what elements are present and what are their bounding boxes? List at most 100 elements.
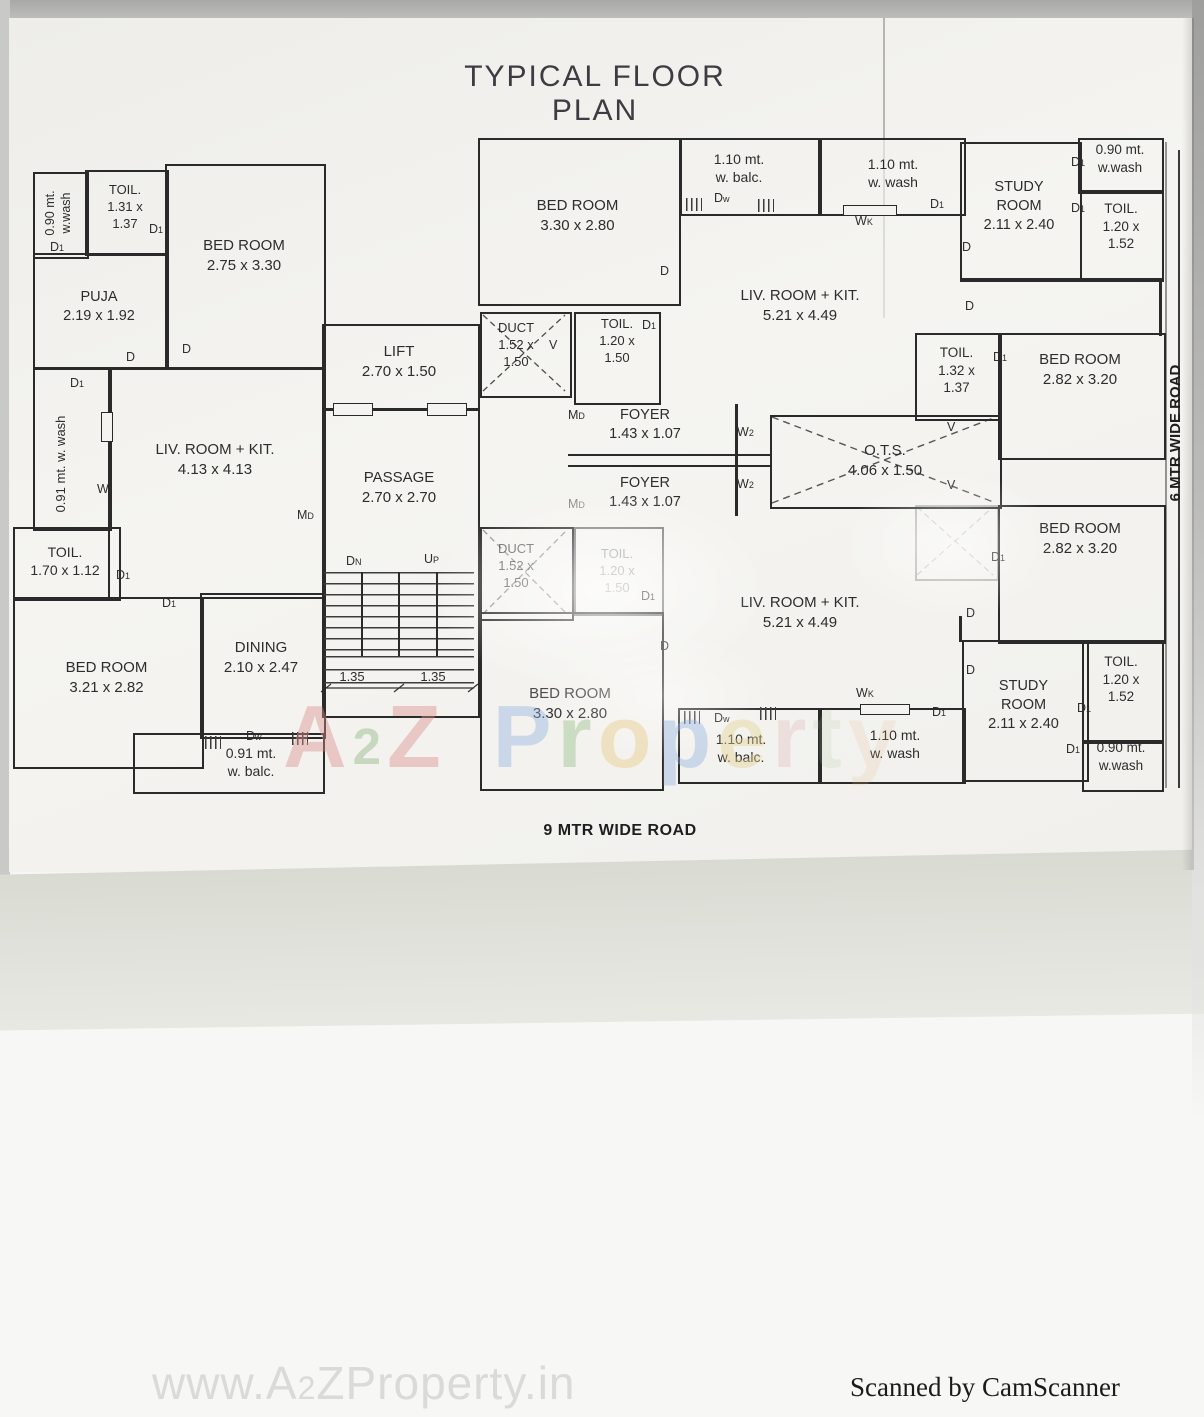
watermark-letter: Z [386,687,447,786]
wall-lift-divider [322,408,478,411]
stairs-divider [436,572,438,656]
strip-label-wash-nw: 0.90 mt.w.wash [43,190,74,236]
strip-label-wash-topright: 0.90 mt.w.wash [1095,142,1145,175]
door-marker-d: D [660,264,670,278]
door-marker-d1: D1 [993,350,1008,364]
door-marker-d1: D1 [641,589,656,603]
room-label-toilet-left: TOIL.1.70 x 1.12 [30,544,100,579]
room-box-balcony-bottom [678,708,822,784]
window-living-left [101,412,113,442]
strip-label-balcony-sw: 0.91 mt.w. balc. [225,745,277,780]
door-marker-d: D [660,639,670,653]
stairs-divider [361,572,363,656]
lift-door-jamb-right [427,403,467,416]
window-hatch [758,199,774,212]
watermark-letter: e [717,687,773,786]
door-marker-d1: D1 [642,318,657,332]
room-label-living-right-top: LIV. ROOM + KIT.5.21 x 4.49 [740,287,860,324]
room-box-duct-faded [915,505,999,581]
main-door-marker-md: MD [568,408,585,422]
strip-label-balcony-top: 1.10 mt.w. balc. [713,151,765,186]
watermark-letter: p [657,687,718,786]
vent-marker-v: V [947,420,956,434]
page-title: TYPICAL FLOOR PLAN [464,60,726,127]
stairs-divider [398,572,400,656]
watermark-letter: r [772,687,813,786]
room-box-wash-left [33,368,112,531]
wall-foyer-right [735,404,738,516]
photo-right-edge [1192,0,1204,1120]
door-marker-d1: D1 [1077,701,1092,715]
door-marker-d1: D1 [70,376,85,390]
road-label-bottom: 9 MTR WIDE ROAD [543,822,697,839]
watermark-website: www.A2ZProperty.in [152,1356,576,1410]
stairs-down-marker: DN [346,554,362,568]
door-marker-d1: D1 [932,705,947,719]
room-label-living-right-bottom: LIV. ROOM + KIT.5.21 x 4.49 [740,594,860,631]
room-box-study-bottomright [962,640,1089,782]
window-marker-w: W [97,482,109,496]
room-box-bedroom-right-upper [998,333,1166,460]
door-marker-dw: Dw [714,191,730,205]
wall-study-tr-bottom [960,278,1162,281]
room-box-toilet-nw [85,170,169,256]
room-box-toilet-bottomright [1082,640,1164,744]
strip-label-wash-bottom: 1.10 mt.w. wash [869,727,921,762]
door-marker-d: D [966,663,976,677]
window-kitchen-top [843,205,897,216]
strip-label-wash-top: 1.10 mt.w. wash [867,156,919,191]
window-hatch [760,707,776,720]
room-label-living-left: LIV. ROOM + KIT.4.13 x 4.13 [155,441,275,478]
watermark-letter: P [492,687,558,786]
vent-marker-v: V [947,478,956,492]
strip-label-balcony-bottom: 1.10 mt.w. balc. [715,731,767,766]
room-box-wash-bottomright [1082,740,1164,792]
camscanner-credit: Scanned by CamScanner [850,1372,1120,1402]
window-marker-wk: WK [856,686,874,700]
watermark-letter: r [557,687,598,786]
door-marker-d: D [966,606,976,620]
door-marker-d: D [965,299,975,313]
door-marker-d1: D1 [149,222,164,236]
paper-sheet [9,18,1195,872]
room-box-toilet-left [13,527,121,601]
room-box-toilet-midright [915,333,1002,421]
room-box-toilet-topright [1080,190,1164,282]
watermark-letter: 2 [352,717,387,775]
room-box-duct-top [480,312,572,398]
main-door-marker-md: MD [568,497,585,511]
door-marker-d1: D1 [50,240,65,254]
door-marker-d1: D1 [116,568,131,582]
window-hatch [292,732,308,745]
room-label-ots: O.T.S.4.06 x 1.50 [847,442,923,479]
watermark-website-text: ZProperty.in [316,1357,576,1409]
strip-label-wash-left: 0.91 mt. w. wash [53,415,68,513]
room-box-living-left [108,368,326,599]
room-box-wash-topright [1078,138,1164,194]
door-marker-d: D [962,240,972,254]
door-marker-d: D [126,350,136,364]
door-marker-d1: D1 [1071,155,1086,169]
wall-between-foyers [568,454,772,467]
door-marker-d1: D1 [162,596,177,610]
room-box-wash-nw [33,172,89,259]
wall-right-connector [1159,278,1162,336]
stairs-up-marker: UP [424,552,440,566]
window-kitchen-bottom [860,704,910,715]
room-box-balcony-top [680,138,822,216]
vent-marker-v: V [549,338,558,352]
